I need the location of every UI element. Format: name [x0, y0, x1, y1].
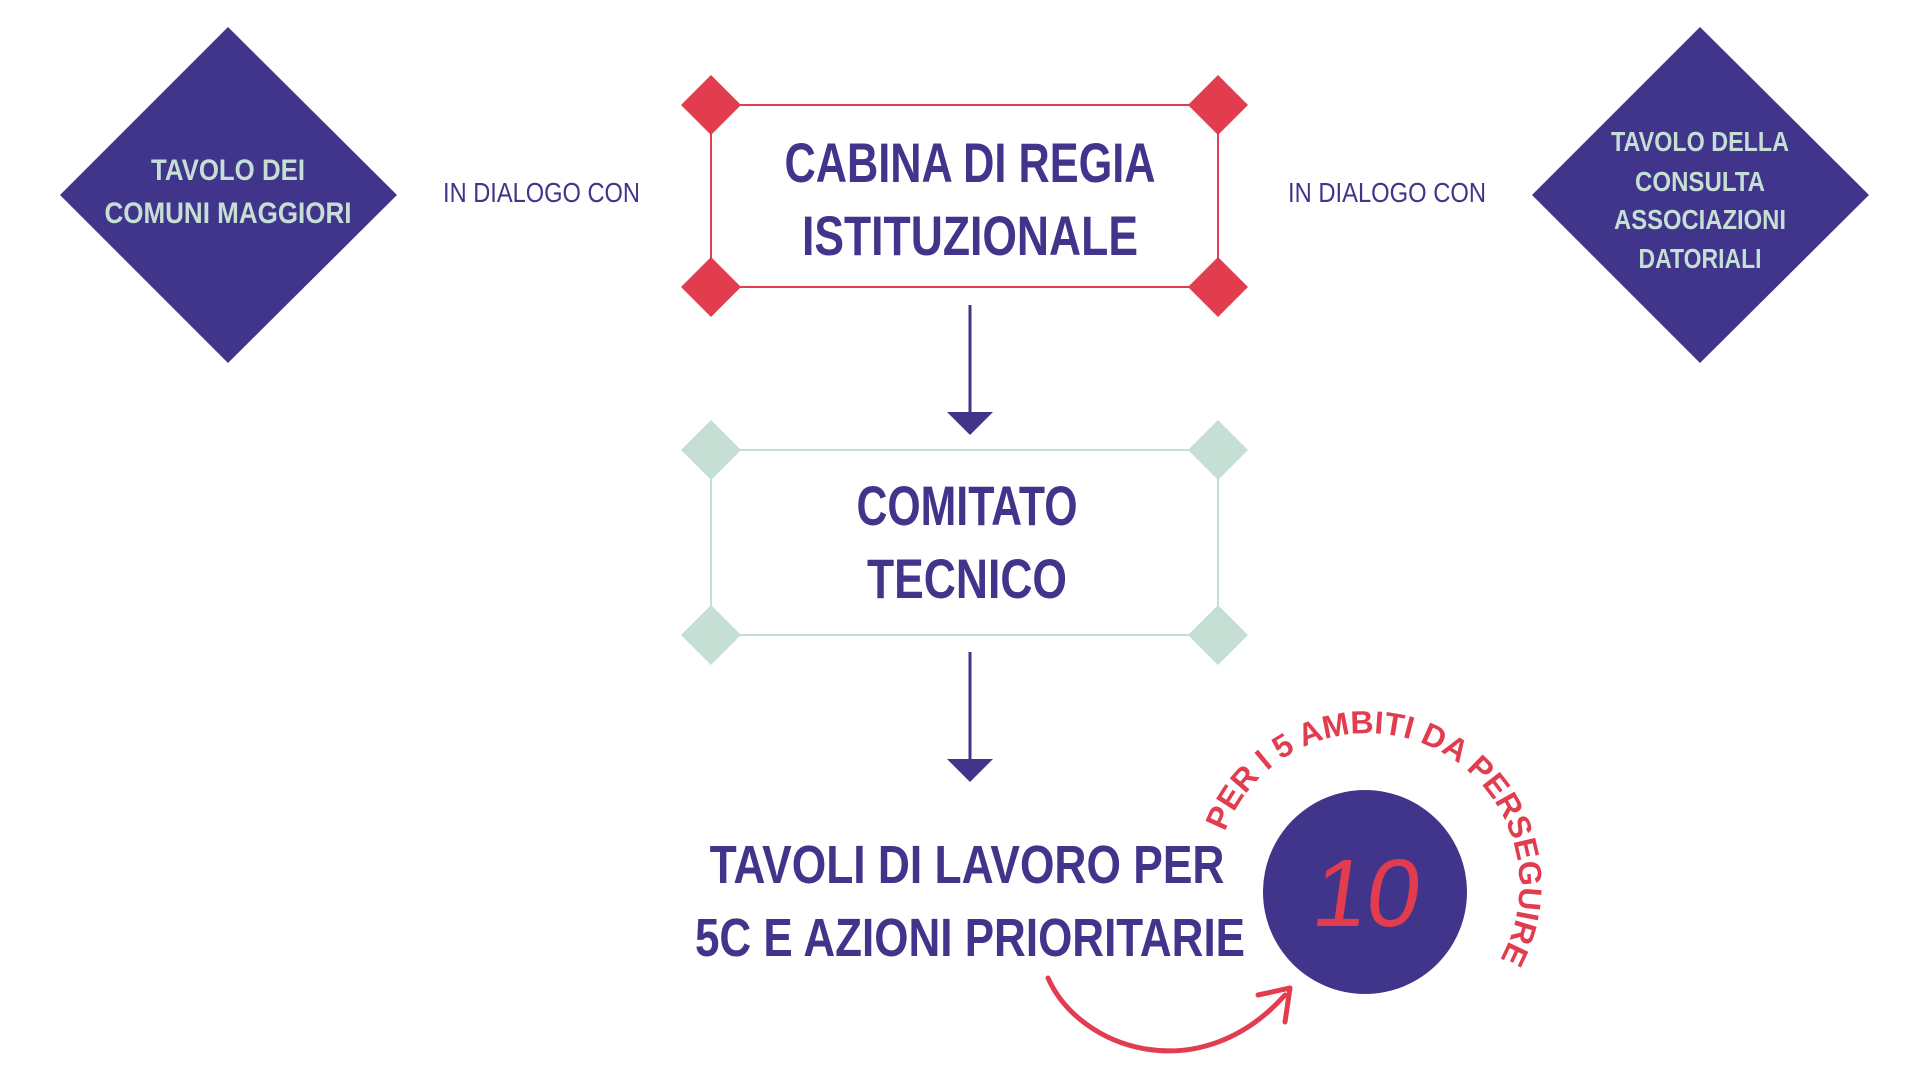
- node-label-line: CONSULTA: [1635, 166, 1765, 197]
- node-title-line: 5C E AZIONI PRIORITARIE: [695, 907, 1245, 968]
- node-tavolo-consulta: TAVOLO DELLA CONSULTA ASSOCIAZIONI DATOR…: [1532, 27, 1869, 363]
- badge-circle: [1263, 790, 1467, 994]
- corner-diamond-icon: [1188, 605, 1248, 665]
- arrow-down-icon: [947, 305, 993, 435]
- box-title-line: CABINA DI REGIA: [785, 131, 1156, 194]
- diamond-shape: [60, 27, 397, 363]
- corner-diamond-icon: [681, 257, 741, 317]
- diamond-shape: [1532, 27, 1869, 363]
- box-border: [710, 104, 1219, 288]
- node-cabina-di-regia: CABINA DI REGIA ISTITUZIONALE: [681, 75, 1248, 317]
- corner-diamond-icon: [681, 605, 741, 665]
- node-label-line: TAVOLO DELLA: [1611, 126, 1789, 157]
- node-tavolo-comuni-maggiori: TAVOLO DEI COMUNI MAGGIORI: [60, 27, 397, 363]
- node-comitato-tecnico: COMITATO TECNICO: [681, 420, 1248, 665]
- corner-diamond-icon: [1188, 420, 1248, 480]
- node-title-line: TAVOLI DI LAVORO PER: [710, 834, 1225, 895]
- node-label-line: DATORIALI: [1639, 243, 1762, 274]
- corner-diamond-icon: [1188, 75, 1248, 135]
- count-badge: 10 PER I 5 AMBITI DA PERSEGUIRE: [1198, 704, 1549, 994]
- corner-diamond-icon: [681, 420, 741, 480]
- corner-diamond-icon: [1188, 257, 1248, 317]
- connector-label-left: IN DIALOGO CON: [443, 177, 640, 208]
- box-title-line: COMITATO: [857, 474, 1078, 537]
- node-tavoli-di-lavoro: TAVOLI DI LAVORO PER 5C E AZIONI PRIORIT…: [695, 834, 1245, 968]
- box-title-line: TECNICO: [867, 547, 1067, 610]
- corner-diamond-icon: [681, 75, 741, 135]
- badge-number: 10: [1307, 840, 1429, 946]
- node-label-line: TAVOLO DEI: [151, 154, 305, 187]
- node-label-line: ASSOCIAZIONI: [1614, 204, 1786, 235]
- box-border: [710, 449, 1219, 636]
- arrow-down-icon: [947, 652, 993, 782]
- box-title-line: ISTITUZIONALE: [802, 204, 1138, 267]
- connector-label-right: IN DIALOGO CON: [1288, 177, 1486, 208]
- curved-arrow-icon: [1045, 975, 1293, 1054]
- node-label-line: COMUNI MAGGIORI: [105, 197, 352, 230]
